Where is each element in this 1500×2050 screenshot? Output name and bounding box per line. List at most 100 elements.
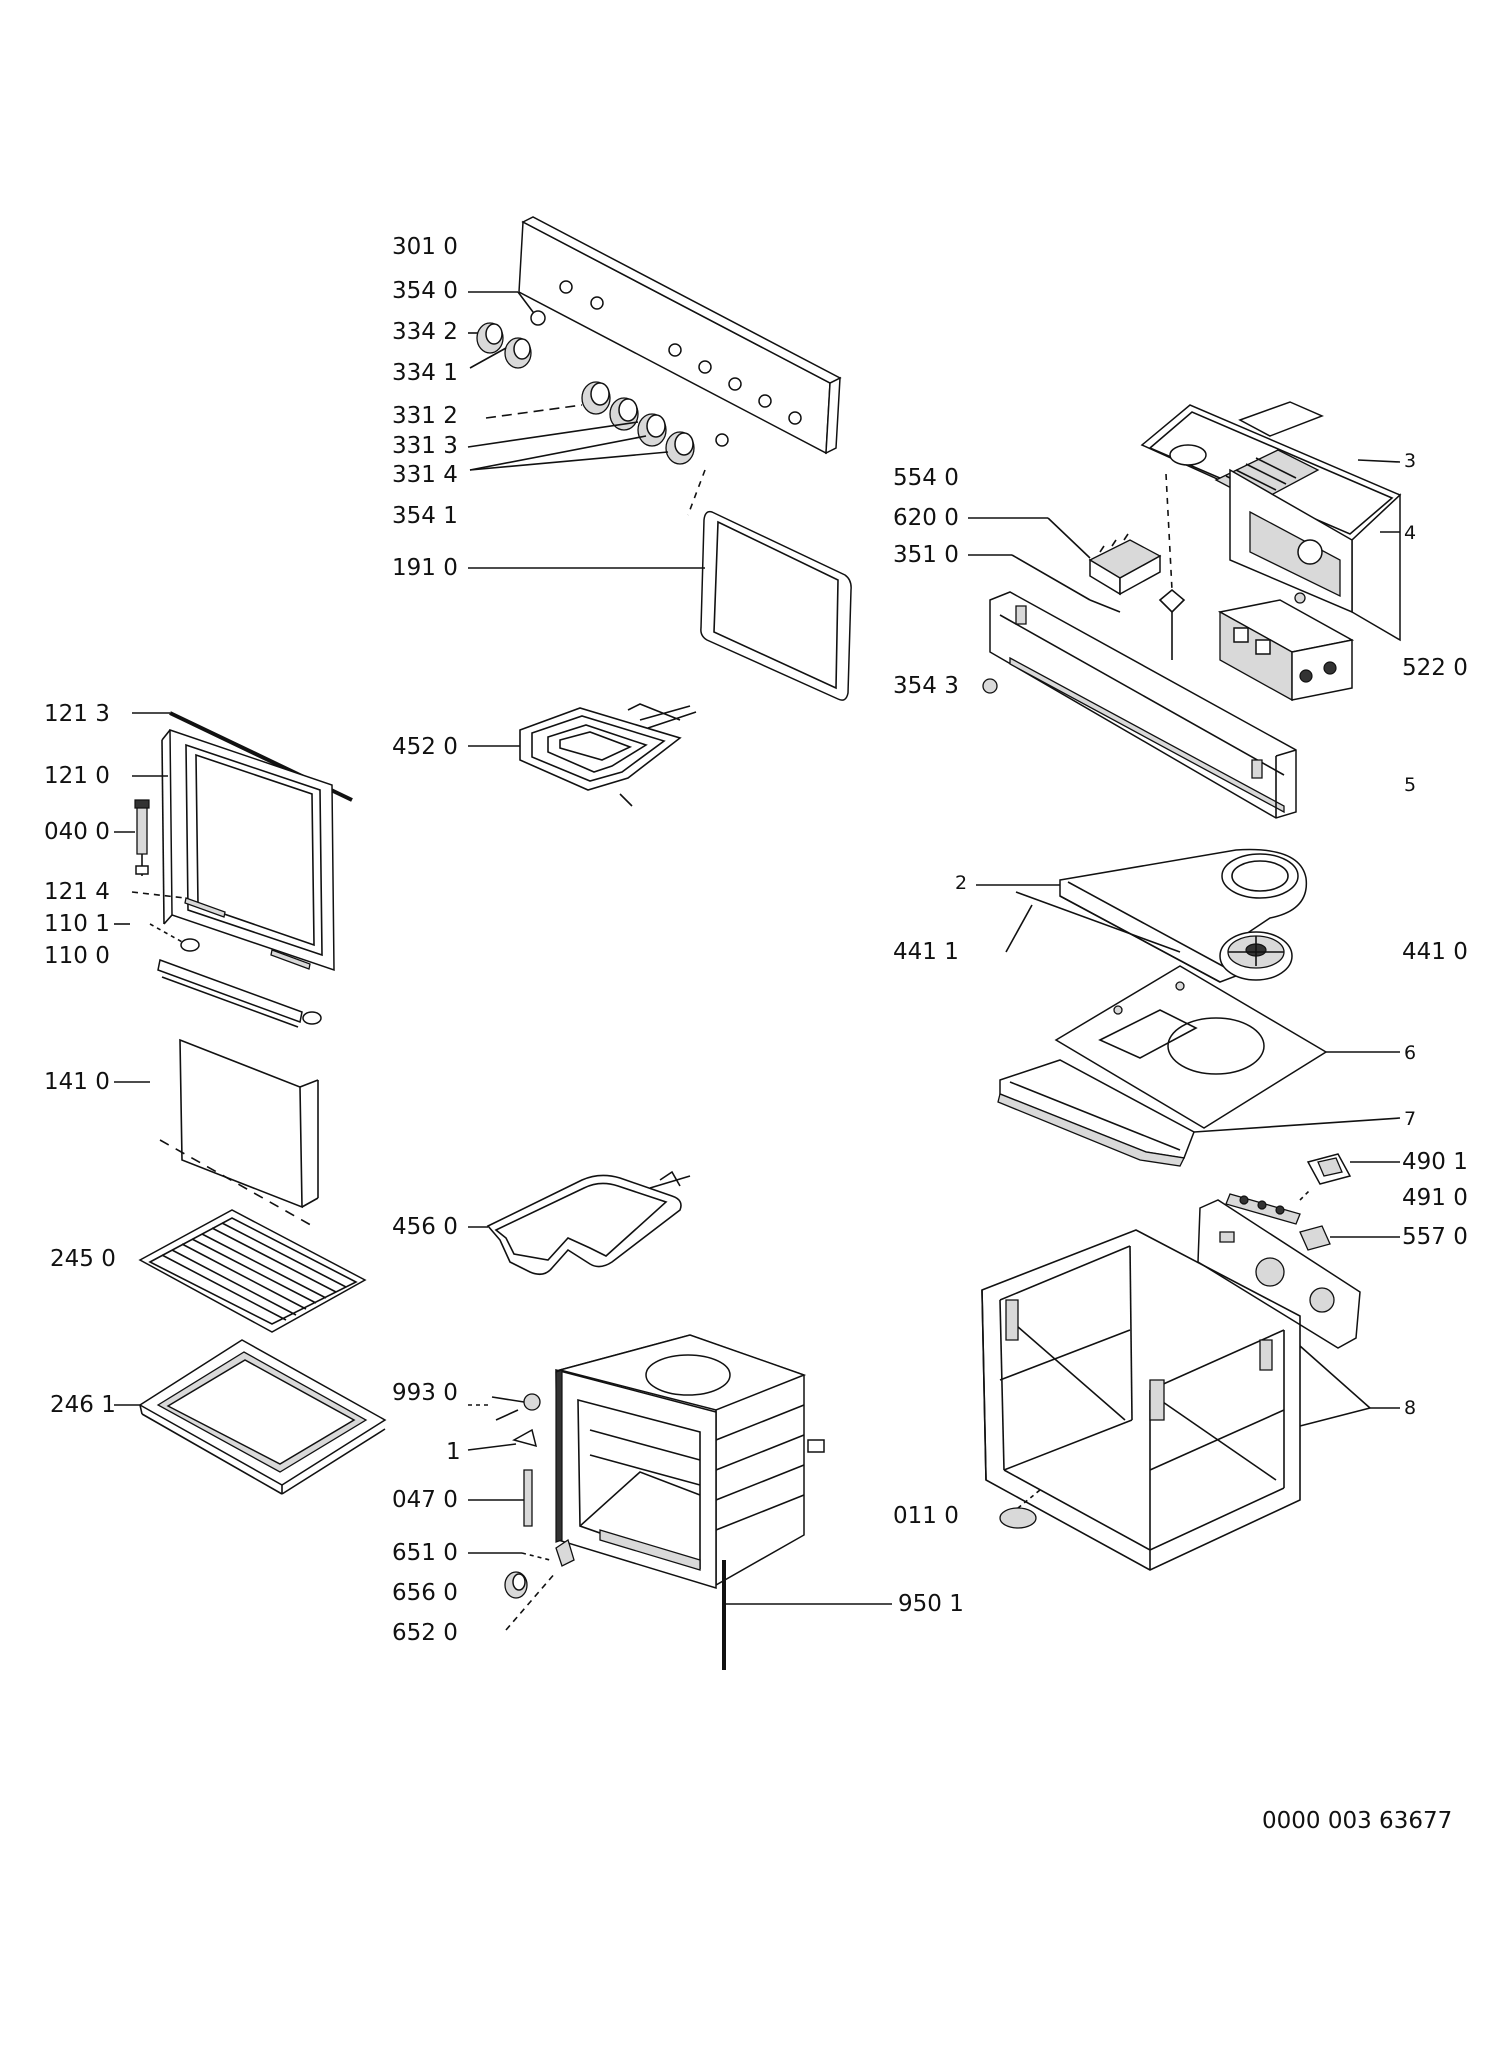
label-441-1: 441 1: [893, 939, 959, 965]
label-441-0: 441 0: [1402, 939, 1468, 965]
door-trim-strip: [185, 898, 310, 969]
leader-441-1: [1006, 905, 1032, 952]
document-id: 0000 003 63677: [1262, 1808, 1453, 1834]
bottom-heating-element: [488, 1172, 690, 1274]
label-7: 7: [1404, 1108, 1417, 1130]
label-110-1: 110 1: [44, 911, 110, 937]
outer-casing: [982, 1230, 1300, 1570]
label-452-0: 452 0: [392, 734, 458, 760]
label-121-3: 121 3: [44, 701, 110, 727]
oven-cavity: [556, 1335, 824, 1588]
label-141-0: 141 0: [44, 1069, 110, 1095]
label-354-1: 354 1: [392, 503, 458, 529]
label-331-3: 331 3: [392, 433, 458, 459]
leader-331-4b: [470, 452, 668, 470]
label-557-0: 557 0: [1402, 1224, 1468, 1250]
leader-354-1: [688, 470, 705, 515]
label-456-0: 456 0: [392, 1214, 458, 1240]
fan-wheel: [1220, 932, 1292, 980]
leader-354-0-b: [518, 292, 536, 316]
label-246-1: 246 1: [50, 1392, 116, 1418]
door-bottom-trim: [158, 960, 302, 1022]
leader-334-1: [470, 348, 506, 368]
label-245-0: 245 0: [50, 1246, 116, 1272]
knob-insert-354-0: [531, 311, 545, 325]
leader-8a: [1300, 1346, 1370, 1408]
main-knobs: [582, 382, 694, 464]
label-191-0: 191 0: [392, 555, 458, 581]
label-334-2: 334 2: [392, 319, 458, 345]
label-950-1: 950 1: [898, 1591, 964, 1617]
label-652-0: 652 0: [392, 1620, 458, 1646]
label-121-0: 121 0: [44, 763, 110, 789]
label-620-0: 620 0: [893, 505, 959, 531]
terminal-parts: [1226, 1154, 1350, 1250]
label-351-0: 351 0: [893, 542, 959, 568]
door-hinge: [135, 800, 149, 876]
front-fascia-rail: [990, 592, 1296, 818]
fan-rear-cover: [1056, 966, 1326, 1128]
inner-door-glass: [160, 1040, 318, 1228]
outer-door-frame: [162, 730, 334, 970]
label-3: 3: [1404, 450, 1417, 472]
label-522-0: 522 0: [1402, 655, 1468, 681]
leader-351-0c: [1090, 600, 1120, 612]
label-331-4: 331 4: [392, 462, 458, 488]
small-knobs: [477, 323, 531, 368]
leader-651-0b: [522, 1553, 550, 1560]
label-040-0: 040 0: [44, 819, 110, 845]
label-047-0: 047 0: [392, 1487, 458, 1513]
rear-panel: [1198, 1200, 1360, 1348]
label-2: 2: [955, 872, 968, 894]
leader-1: [468, 1444, 516, 1450]
small-fasteners: [492, 1394, 574, 1598]
label-334-1: 334 1: [392, 360, 458, 386]
label-490-1: 490 1: [1402, 1149, 1468, 1175]
label-301-0: 301 0: [392, 234, 458, 260]
wire-shelf: [140, 1210, 365, 1332]
leader-491-0: [1300, 1190, 1310, 1200]
label-656-0: 656 0: [392, 1580, 458, 1606]
label-993-0: 993 0: [392, 1380, 458, 1406]
control-panel: [519, 217, 840, 453]
timer-module: [1220, 600, 1352, 700]
label-110-0: 110 0: [44, 943, 110, 969]
label-8: 8: [1404, 1397, 1417, 1419]
label-354-0: 354 0: [392, 278, 458, 304]
label-121-4: 121 4: [44, 879, 110, 905]
leader-3: [1358, 460, 1400, 462]
heat-shield-panel: [998, 1060, 1194, 1166]
fan-cover-plate: [1060, 850, 1306, 982]
label-331-2: 331 2: [392, 403, 458, 429]
label-1: 1: [446, 1439, 461, 1465]
foot-011-0: [1000, 1508, 1036, 1528]
leader-8b: [1300, 1408, 1370, 1426]
thermostat-block: [1090, 474, 1184, 660]
leader-620-0b: [1048, 518, 1090, 558]
door-gasket-inner: [714, 522, 838, 688]
label-491-0: 491 0: [1402, 1185, 1468, 1211]
screw-354-3: [983, 679, 997, 693]
label-554-0: 554 0: [893, 465, 959, 491]
leader-7: [1194, 1118, 1400, 1132]
door-hinge-parts: [181, 939, 321, 1024]
knob-insert-354-1: [716, 434, 728, 446]
leader-110-1b: [150, 924, 184, 943]
leader-331-4a: [470, 436, 646, 470]
baking-tray: [140, 1340, 385, 1494]
label-011-0: 011 0: [893, 1503, 959, 1529]
fan-plate-edge: [1016, 892, 1180, 952]
label-5: 5: [1404, 774, 1417, 796]
label-651-0: 651 0: [392, 1540, 458, 1566]
leader-331-2: [486, 405, 582, 418]
door-gasket: [701, 512, 851, 700]
door-bottom-trim-edge: [162, 977, 298, 1027]
leader-331-3: [468, 422, 638, 447]
leader-652-0: [506, 1572, 556, 1630]
leader-351-0b: [1012, 555, 1090, 600]
label-354-3: 354 3: [893, 673, 959, 699]
label-4: 4: [1404, 522, 1417, 544]
label-6: 6: [1404, 1042, 1417, 1064]
